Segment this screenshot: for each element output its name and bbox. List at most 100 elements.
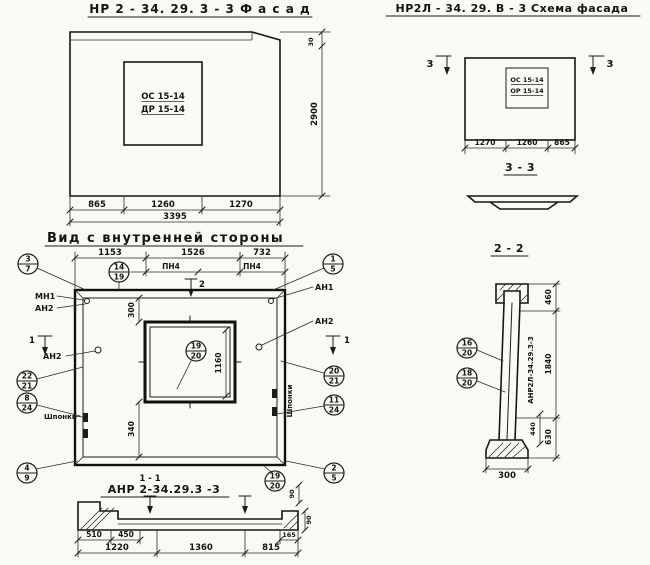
callout-balloon-1-5: 1 5: [270, 253, 344, 292]
inner-dim-1153: 1153: [98, 248, 122, 258]
cut-mark-label: 3: [427, 59, 434, 70]
schema-dim-1260: 1260: [517, 138, 538, 147]
key-mark: [272, 407, 277, 416]
facade-dim-1260: 1260: [151, 200, 175, 210]
leader-line: [270, 267, 325, 292]
anchor-detail-mid-right: [255, 343, 263, 351]
balloon-top: 18: [462, 369, 472, 378]
label-an2-mid: АН2: [43, 352, 61, 361]
section-2-2-view: 2 - 2 460 1840 630 440 300 АНР2Л-34.29.3…: [456, 242, 561, 481]
label-an2-top: АН2: [35, 304, 53, 313]
section-1-cut-mark-right: 1: [325, 335, 350, 355]
inner-view: Вид с внутренней стороны 1153 1526 732 П…: [16, 231, 350, 558]
leader-an1: [272, 286, 314, 300]
facade-dim-height: 2900: [310, 102, 320, 126]
leader-an2-right: [261, 320, 314, 346]
opening-inner: [149, 326, 231, 398]
inner-dim-1526: 1526: [181, 248, 205, 258]
balloon-top: 11: [329, 396, 339, 405]
facade-view: НР 2 - 34. 29. 3 - 3 Ф а с а д ОС 15-14 …: [66, 2, 331, 227]
bottom-section-title: АНР 2-34.29.3 -3: [108, 483, 221, 496]
cut-arrow-icon: [147, 506, 153, 514]
leader-line: [285, 460, 326, 470]
inner-top-dim-ticks: [71, 254, 289, 276]
balloon-top: 20: [329, 367, 339, 376]
dim-v1160-ticks: [222, 326, 230, 400]
facade-parapet-line: [69, 31, 253, 41]
balloon-top: 2: [331, 464, 336, 473]
callout-balloon-16-20: 16 20: [456, 337, 504, 362]
callout-balloon-19-20-bottom: 19 20: [262, 464, 286, 492]
opening-axis-ticks: [138, 315, 242, 409]
panel-outline: [73, 288, 287, 467]
facade-dim-1270: 1270: [229, 200, 253, 210]
cut-mark-line: [325, 335, 341, 350]
section-1-1-label: 1 - 1: [139, 474, 160, 484]
cut-mark-label: 1: [29, 336, 35, 346]
cut-mark-line: [588, 55, 605, 70]
section-dim-lines: [485, 283, 561, 474]
profile-hatch: [79, 507, 299, 531]
section-top-block: [495, 283, 529, 304]
section-slab-inner-line: [506, 302, 513, 441]
cut-arrow-icon: [42, 347, 48, 355]
callout-balloon-19-20-center: 19 20: [176, 340, 207, 390]
leader-line: [36, 366, 84, 380]
leader-line: [36, 404, 81, 417]
label-shponki-right: Шпонки: [286, 385, 294, 418]
dim-v300-ticks: [135, 294, 143, 326]
dim-v300: 300: [127, 302, 136, 318]
balloon-bottom: 19: [114, 273, 124, 282]
leader-an2-mid: [65, 350, 96, 357]
dim-460: 460: [544, 289, 553, 305]
dim-v90b: 90: [305, 515, 313, 525]
callout-balloon-8-24: 8 24: [16, 392, 81, 417]
section-2-cut-mark-top: 2: [184, 278, 205, 297]
facade-window-label-1: ОС 15-14: [141, 92, 185, 102]
balloon-bottom: 24: [329, 406, 339, 415]
section-top-hatch: [496, 283, 528, 302]
leader-line: [476, 380, 506, 393]
panel-inner-contour: [82, 297, 278, 458]
balloon-bottom: 5: [331, 474, 336, 483]
facade-dim-top-small: 30: [307, 37, 315, 47]
dim-v340-ticks: [135, 398, 143, 461]
facade-dim-total: 3395: [163, 212, 187, 222]
facade-right-dim-lines: [279, 31, 331, 197]
cut-mark-label: 3: [607, 59, 614, 70]
section-2-2-title: 2 - 2: [494, 242, 524, 255]
cut-arrow-icon: [330, 347, 336, 355]
callout-balloon-11-24: 11 24: [276, 394, 345, 416]
schema-dim-1270: 1270: [475, 138, 496, 147]
dim-v340: 340: [127, 421, 136, 437]
balloon-bottom: 20: [462, 349, 472, 358]
balloon-bottom: 5: [330, 265, 335, 274]
facade-bottom-dim-lines: [69, 195, 281, 227]
inner-top-dim-lines: [74, 251, 286, 289]
balloon-bottom: 24: [22, 404, 32, 413]
dim-300: 300: [498, 471, 516, 481]
balloon-bottom: 9: [24, 474, 29, 483]
label-an1: АН1: [315, 283, 334, 292]
balloon-bottom: 20: [191, 352, 201, 361]
dim-v1160: 1160: [214, 353, 223, 374]
balloon-top: 14: [114, 263, 124, 272]
section-dim-ticks: [482, 280, 560, 473]
leader-line: [280, 360, 325, 374]
balloon-top: 3: [25, 255, 30, 264]
leader-an2-top: [56, 303, 86, 309]
facade-bottom-dim-ticks: [66, 206, 284, 226]
dim-440: 440: [529, 422, 537, 436]
section-3-cut-mark-right: 3: [588, 55, 614, 75]
facade-dim-865: 865: [88, 200, 106, 210]
cut-arrow-icon: [242, 506, 248, 514]
balloon-bottom: 20: [270, 482, 280, 491]
callout-balloon-14-19: 14 19: [108, 261, 130, 291]
callout-balloon-22-21: 22 21: [16, 366, 84, 392]
schema-window-label-1: ОС 15-14: [510, 76, 544, 84]
dim-510: 510: [86, 530, 102, 539]
facade-title: НР 2 - 34. 29. 3 - 3 Ф а с а д: [89, 2, 310, 16]
leader-mn1: [56, 295, 85, 301]
leader-line: [35, 460, 78, 470]
